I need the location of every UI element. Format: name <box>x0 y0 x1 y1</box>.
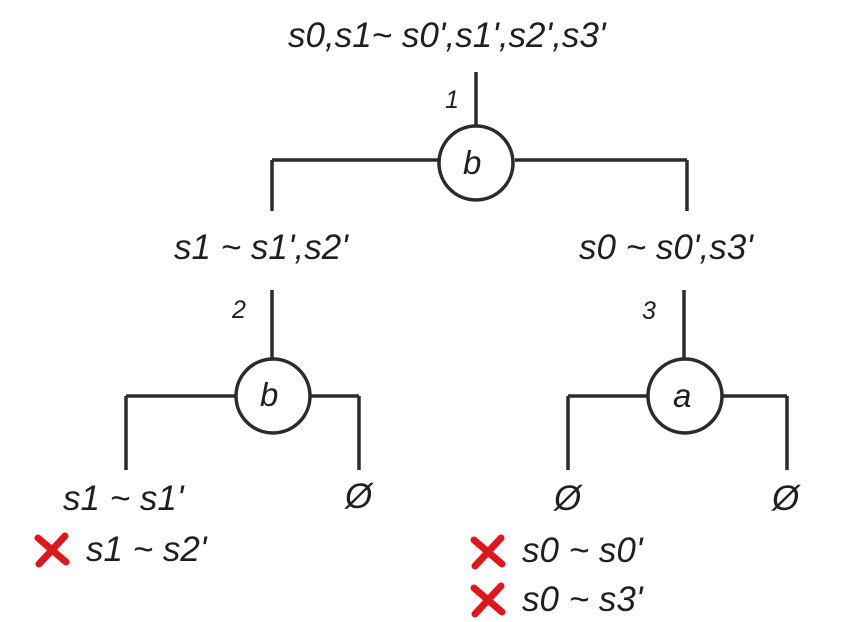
left-branch-label: s1 ~ s1',s2' <box>174 228 348 267</box>
edge-number-3: 3 <box>642 297 656 325</box>
red-cross-icon <box>470 582 506 618</box>
left-node-label: b <box>260 376 279 413</box>
root-label: s0,s1~ s0',s1',s2',s3' <box>288 16 606 55</box>
root-node-label: b <box>463 144 482 181</box>
right-node-label: a <box>673 377 692 414</box>
edge-number-2: 2 <box>232 296 246 324</box>
leaf-left-left-rejected-1: s1 ~ s2' <box>86 530 207 569</box>
leaf-left-left-label: s1 ~ s1' <box>63 479 184 518</box>
red-cross-icon <box>34 532 70 568</box>
root-node-circle <box>437 124 515 202</box>
leaf-right-left-rejected-2: s0 ~ s3' <box>522 580 643 619</box>
edge-number-1: 1 <box>445 86 459 114</box>
leaf-right-left-rejected-1: s0 ~ s0' <box>522 531 643 570</box>
leaf-right-left-label: Ø <box>554 479 582 518</box>
red-cross-icon <box>470 534 506 570</box>
leaf-left-right-label: Ø <box>345 477 373 516</box>
right-node-circle <box>646 357 724 435</box>
left-node-circle <box>234 357 312 435</box>
right-branch-label: s0 ~ s0',s3' <box>579 228 753 267</box>
leaf-right-right-label: Ø <box>772 479 800 518</box>
